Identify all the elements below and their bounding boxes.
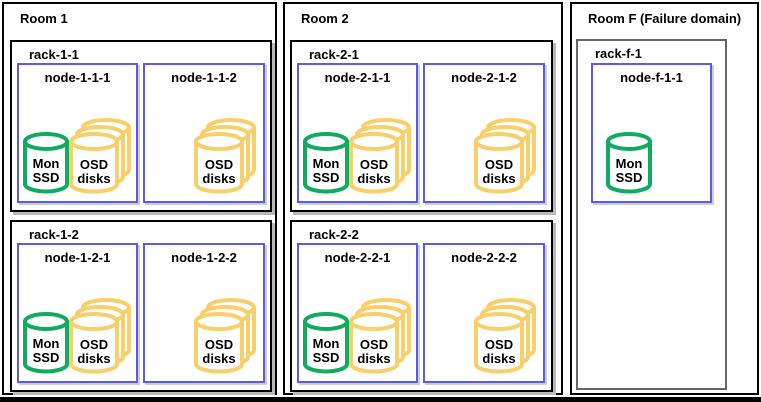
rack-title: rack-f-1 — [595, 46, 642, 61]
node-title: node-1-1-2 — [171, 70, 237, 85]
node-title: node-1-1-1 — [44, 70, 111, 85]
node-title: node-2-2-1 — [324, 250, 391, 265]
mon-cylinder-icon — [606, 132, 652, 194]
node-title: node-1-2-1 — [44, 250, 111, 265]
rack-title: rack-1-1 — [29, 47, 79, 62]
osd-cylinders-icon — [349, 118, 411, 194]
osd-cylinders-icon — [349, 298, 411, 374]
osd-cylinders-icon — [194, 298, 256, 374]
node-title: node-2-2-2 — [451, 250, 517, 265]
mon-cylinder-icon — [303, 312, 349, 374]
room-title: Room 2 — [301, 11, 349, 26]
rack-title: rack-2-1 — [309, 47, 359, 62]
mon-cylinder-icon — [303, 132, 349, 194]
mon-cylinder-icon — [23, 132, 69, 194]
node-title: node-2-1-1 — [324, 70, 391, 85]
bottom-border — [0, 397, 761, 402]
osd-cylinders-icon — [69, 118, 131, 194]
osd-cylinders-icon — [69, 298, 131, 374]
room-f: Room F (Failure domain) rack-f-1 node-f-… — [570, 2, 759, 395]
osd-cylinders-icon — [474, 298, 536, 374]
osd-cylinders-icon — [474, 118, 536, 194]
mon-cylinder-icon — [23, 312, 69, 374]
node-title: node-f-1-1 — [620, 70, 683, 85]
rack-title: rack-1-2 — [29, 227, 79, 242]
room-title: Room 1 — [20, 11, 68, 26]
rack-title: rack-2-2 — [309, 227, 359, 242]
osd-cylinders-icon — [194, 118, 256, 194]
node-title: node-2-1-2 — [451, 70, 517, 85]
node-title: node-1-2-2 — [171, 250, 237, 265]
room-title: Room F (Failure domain) — [588, 11, 742, 26]
